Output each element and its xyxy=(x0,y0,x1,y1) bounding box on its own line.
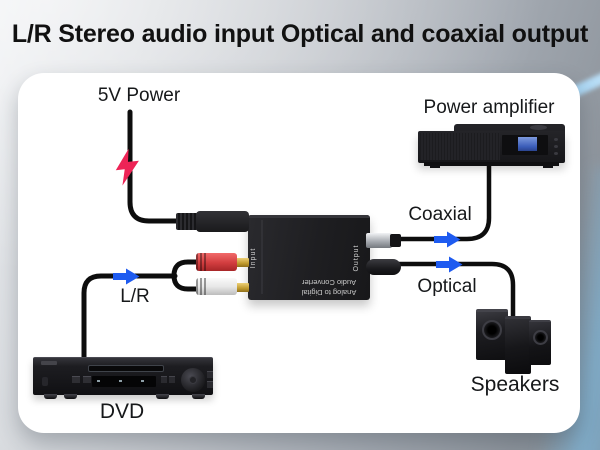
speaker-right xyxy=(529,320,551,365)
dvd-display-dot xyxy=(141,380,144,382)
lightning-bolt-icon xyxy=(115,148,139,186)
dvd-button xyxy=(161,376,167,383)
amp-base xyxy=(424,162,559,166)
speaker-driver xyxy=(533,330,548,345)
dvd-power-button xyxy=(42,377,48,386)
power-label: 5V Power xyxy=(97,85,181,106)
power-amplifier-device xyxy=(418,124,565,168)
dvd-foot xyxy=(156,394,169,399)
optical-plug xyxy=(366,259,401,275)
coaxial-label: Coaxial xyxy=(408,204,472,225)
dvd-foot xyxy=(64,394,77,399)
speaker-center xyxy=(505,316,531,374)
dvd-display xyxy=(92,376,156,387)
arrow-right-icon xyxy=(434,231,461,248)
converter-name-line1: Analog to Digital xyxy=(301,288,357,297)
coaxial-plug xyxy=(366,233,392,248)
dvd-foot xyxy=(44,394,57,399)
dvd-brand-logo xyxy=(41,361,57,365)
power-plug-strain-relief xyxy=(176,213,198,230)
page-title: L/R Stereo audio input Optical and coaxi… xyxy=(11,20,589,48)
speaker-left xyxy=(476,309,508,360)
dvd-button xyxy=(207,371,213,378)
arrow-right-icon xyxy=(436,256,463,273)
lr-label: L/R xyxy=(120,286,150,307)
dvd-display-dot xyxy=(97,380,100,382)
speaker-driver xyxy=(482,320,502,340)
dvd-jog-dial-center xyxy=(189,376,197,384)
arrow-right-icon xyxy=(113,268,140,285)
converter-output-label: Output xyxy=(353,243,360,272)
rca-ridge xyxy=(196,278,208,295)
dvd-disc-tray xyxy=(88,365,164,372)
amp-foot xyxy=(543,165,553,168)
rca-red-plug xyxy=(196,253,237,271)
power-plug xyxy=(196,211,249,232)
converter-name-line2: Audio Converter xyxy=(301,278,357,288)
amplifier-label: Power amplifier xyxy=(423,97,555,118)
amp-foot xyxy=(430,165,440,168)
converter-name: Analog to Digital Audio Converter xyxy=(290,278,368,298)
rca-ridge xyxy=(196,253,208,271)
dvd-player-device xyxy=(33,355,213,401)
amp-speaker-grille xyxy=(420,133,500,160)
dvd-label: DVD xyxy=(99,400,145,423)
optical-label: Optical xyxy=(417,276,477,297)
amp-button xyxy=(554,145,558,148)
audio-converter-device: Input Output Analog to Digital Audio Con… xyxy=(248,215,370,300)
amp-top-knob xyxy=(530,125,547,130)
coaxial-plug-tip xyxy=(390,234,401,247)
dvd-foot xyxy=(192,394,205,399)
rca-white-tip xyxy=(235,283,249,292)
rca-white-plug xyxy=(196,278,237,295)
dvd-button xyxy=(83,376,91,383)
amp-button xyxy=(554,152,558,155)
speakers-label: Speakers xyxy=(470,373,560,396)
converter-seam xyxy=(261,220,263,294)
amp-screen xyxy=(518,137,537,151)
dvd-button xyxy=(72,376,80,383)
converter-input-label: Input xyxy=(250,247,257,268)
dvd-button xyxy=(207,381,213,388)
dvd-button xyxy=(169,376,175,383)
converter-top-edge xyxy=(248,215,370,218)
dvd-display-dot xyxy=(119,380,122,382)
amp-button xyxy=(554,138,558,141)
rca-red-tip xyxy=(235,258,249,267)
